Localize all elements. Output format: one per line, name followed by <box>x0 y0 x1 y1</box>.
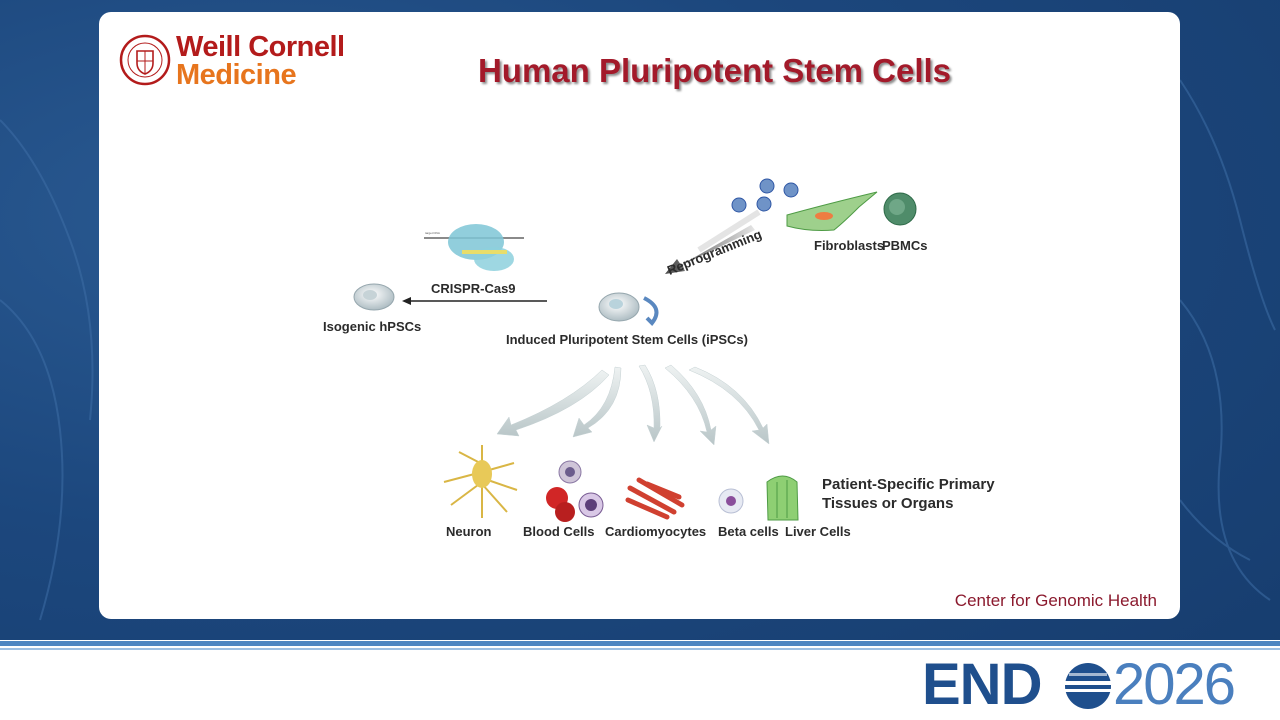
slide-title: Human Pluripotent Stem Cells <box>477 52 952 89</box>
reprogramming-arrow <box>665 209 761 274</box>
svg-text:target DNA: target DNA <box>425 231 440 235</box>
background-vein-pattern <box>0 79 1276 621</box>
patient-specific-label-line-2: Tissues or Organs <box>822 495 954 512</box>
cardiomyocytes-icon <box>625 477 685 520</box>
fibroblasts-label: Fibroblasts <box>814 238 885 253</box>
patient-specific-label-line-1: Patient-Specific Primary <box>822 476 995 493</box>
pbmc-cell-icon <box>883 192 917 226</box>
ipsc-label: Induced Pluripotent Stem Cells (iPSCs) <box>506 332 748 347</box>
footer-center-name: Center for Genomic Health <box>954 591 1157 610</box>
cardiomyocytes-label: Cardiomyocytes <box>605 524 707 539</box>
logo-line-1: Weill Cornell <box>176 31 345 63</box>
globe-icon <box>1063 663 1113 709</box>
blood-cells-icon <box>546 460 604 522</box>
endo-logo-text: END <box>922 652 1042 717</box>
cornell-seal-icon <box>119 34 171 86</box>
crispr-label: CRISPR-Cas9 <box>431 281 516 296</box>
endo-logo-year: 2026 <box>1113 652 1236 717</box>
slide-card: Weill Cornell Medicine Human Pluripotent… <box>99 12 1180 619</box>
endo-logo: END 2026 <box>922 655 1272 715</box>
isogenic-label: Isogenic hPSCs <box>323 319 422 334</box>
crispr-complex-icon: target DNA <box>424 224 524 271</box>
ipsc-diagram: target DNA <box>353 178 917 522</box>
neuron-label: Neuron <box>446 524 492 539</box>
beta-cells-label: Beta cells <box>718 524 779 539</box>
footer-stripe-thin <box>0 648 1280 650</box>
ipsc-cell-icon <box>598 292 659 326</box>
liver-cells-icon <box>766 475 799 521</box>
pbmcs-label: PBMCs <box>882 238 928 253</box>
virus-particles-icon <box>731 178 799 213</box>
logo-line-2: Medicine <box>176 59 297 91</box>
crispr-arrow <box>402 297 547 305</box>
blood-cells-label: Blood Cells <box>523 524 595 539</box>
neuron-icon <box>443 445 518 518</box>
isogenic-cell-icon <box>353 283 395 311</box>
liver-cells-label: Liver Cells <box>785 524 851 539</box>
fibroblast-cell-icon <box>786 191 878 231</box>
differentiation-arrows <box>496 364 770 446</box>
beta-cell-icon <box>718 488 744 514</box>
footer-stripe <box>0 641 1280 646</box>
